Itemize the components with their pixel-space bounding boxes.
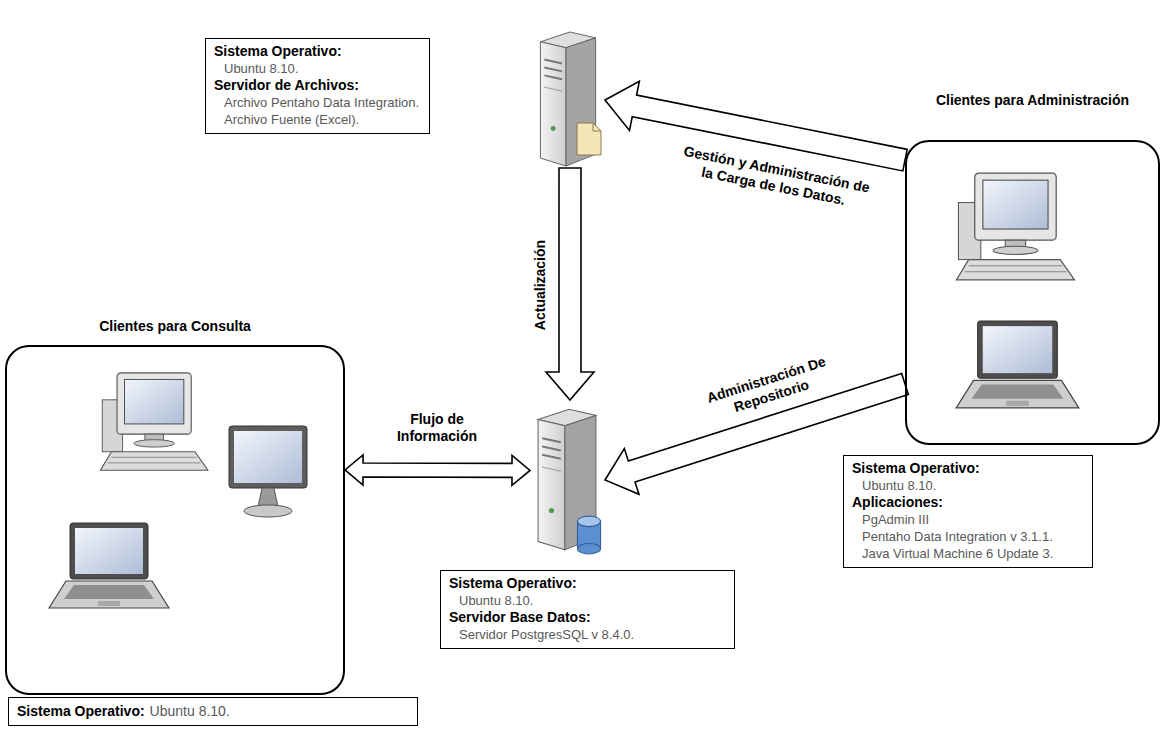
database-server-icon bbox=[538, 409, 600, 554]
field-value: Ubuntu 8.10. bbox=[852, 477, 1082, 494]
group-heading-holder: Clientes para Consulta bbox=[0, 318, 403, 335]
group-heading: Clientes para Consulta bbox=[0, 318, 403, 335]
query-client-icons bbox=[49, 373, 307, 608]
field-value: Java Virtual Machine 6 Update 3. bbox=[852, 545, 1082, 562]
arrow-label: Gestión y Administración de la Carga de … bbox=[674, 142, 877, 215]
field-value: Pentaho Data Integration v 3.1.1. bbox=[852, 528, 1082, 545]
field-value: Ubuntu 8.10. bbox=[214, 60, 419, 77]
group-heading-holder: Clientes para Administración bbox=[847, 92, 1172, 109]
field-heading: Servidor de Archivos: bbox=[214, 77, 419, 94]
field-value: Ubuntu 8.10. bbox=[449, 592, 724, 609]
block-arrow bbox=[546, 168, 594, 400]
query-clients-group: Clientes para Consulta bbox=[5, 345, 345, 695]
info-box: Sistema Operativo:Ubuntu 8.10.Servidor d… bbox=[205, 38, 430, 134]
field-value: Servidor PostgresSQL v 8.4.0. bbox=[449, 626, 724, 643]
field-heading: Sistema Operativo: bbox=[17, 703, 145, 719]
admin-client-icons bbox=[956, 173, 1079, 408]
info-box: Sistema Operativo:Ubuntu 8.10.Servidor B… bbox=[440, 570, 735, 649]
field-heading: Sistema Operativo: bbox=[214, 43, 419, 60]
query-info-box: Sistema Operativo:Ubuntu 8.10. bbox=[8, 697, 418, 726]
field-heading: Aplicaciones: bbox=[852, 494, 1082, 511]
field-heading: Sistema Operativo: bbox=[449, 575, 724, 592]
admin-clients-group: Clientes para Administración bbox=[905, 140, 1160, 445]
field-value: Archivo Pentaho Data Integration. bbox=[214, 94, 419, 111]
block-arrow bbox=[345, 455, 530, 485]
file-server-icon bbox=[540, 32, 601, 166]
field-heading: Servidor Base Datos: bbox=[449, 609, 724, 626]
arrow-label: Flujo de Información bbox=[387, 411, 487, 445]
field-value: Archivo Fuente (Excel). bbox=[214, 111, 419, 128]
field-heading: Sistema Operativo: bbox=[852, 460, 1082, 477]
admin-info-box: Sistema Operativo:Ubuntu 8.10.Aplicacion… bbox=[843, 455, 1093, 568]
database-server: Sistema Operativo:Ubuntu 8.10.Servidor B… bbox=[530, 400, 605, 560]
group-heading: Clientes para Administración bbox=[847, 92, 1172, 109]
field-value: PgAdmin III bbox=[852, 511, 1082, 528]
field-value: Ubuntu 8.10. bbox=[145, 703, 230, 719]
file-server: Sistema Operativo:Ubuntu 8.10.Servidor d… bbox=[535, 30, 605, 168]
arrow-label: Actualización bbox=[532, 220, 549, 350]
arrow-label: Administración De Repositorio bbox=[704, 353, 833, 423]
